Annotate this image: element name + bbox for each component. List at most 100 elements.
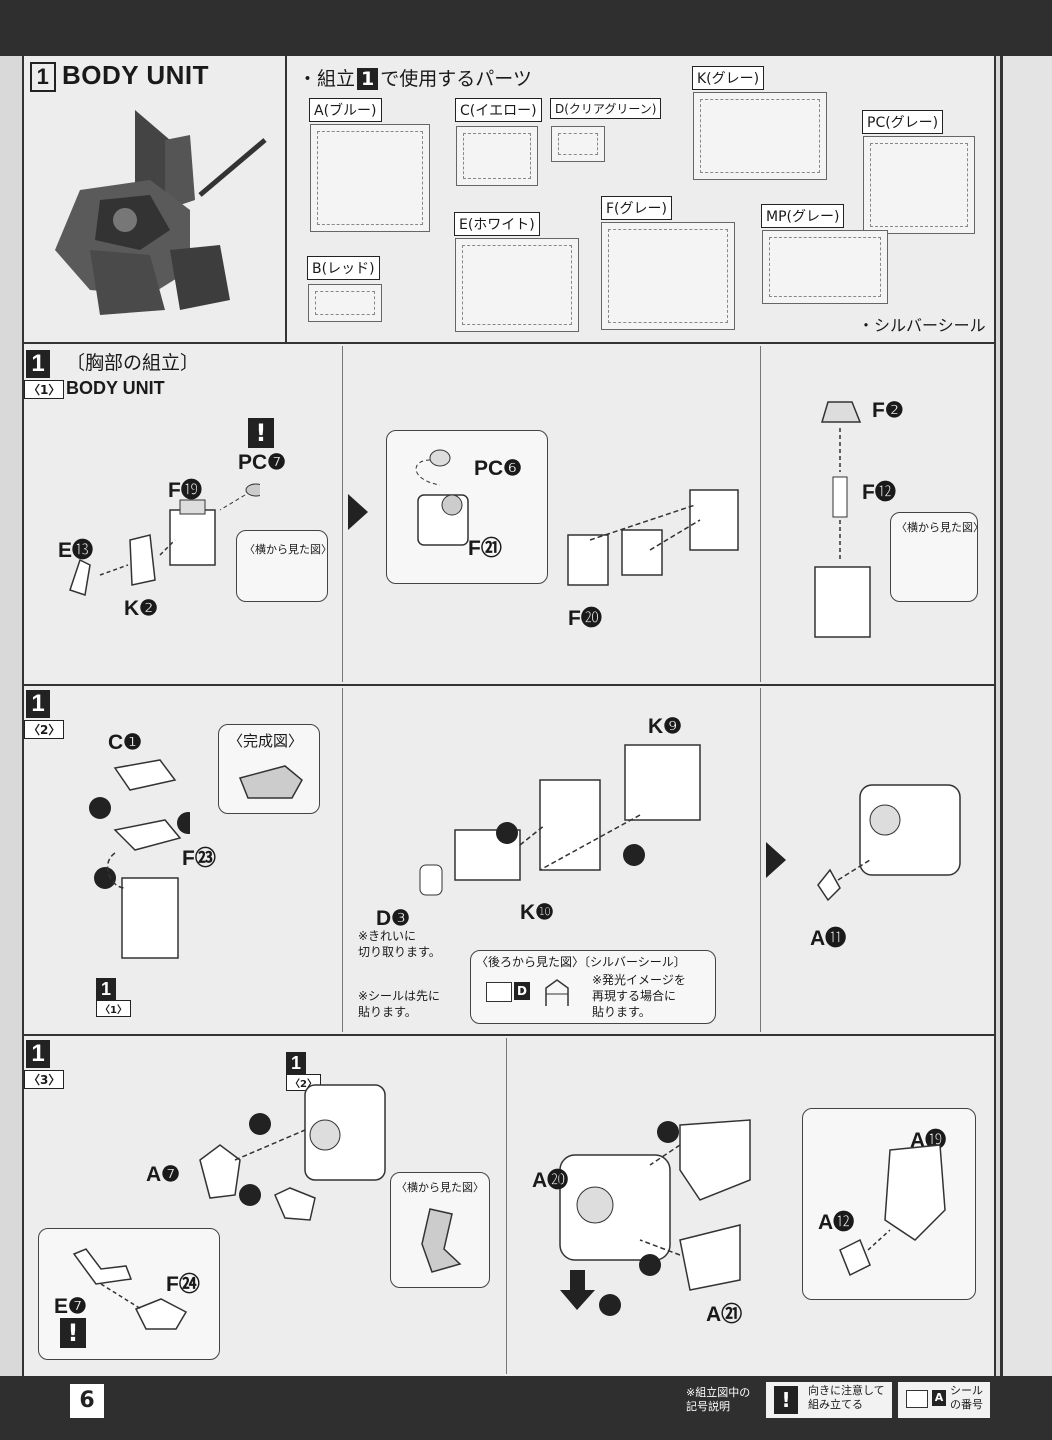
runner-c xyxy=(456,126,538,186)
part-label-f: F(グレー) xyxy=(601,196,672,220)
runner-k xyxy=(693,92,827,180)
side-view-diagram xyxy=(421,1208,462,1273)
complete-view-callout xyxy=(218,724,320,814)
label-pc6: PC❻ xyxy=(474,457,522,480)
step1-title-en: BODY UNIT xyxy=(66,378,165,398)
adjacent-page-strip xyxy=(1000,56,1052,1376)
caution-icon-2: ! xyxy=(60,1318,86,1348)
step1-col-divider-2 xyxy=(760,346,761,682)
a19-diagram xyxy=(839,1144,946,1277)
body-unit-illustration xyxy=(55,110,267,315)
seal-code-d: D xyxy=(514,982,530,1000)
parts-heading-num: 1 xyxy=(357,68,379,90)
runner-d xyxy=(551,126,605,162)
runner-a xyxy=(310,124,430,232)
legend-caution-icon: ! xyxy=(774,1386,798,1414)
label-k10: K❿ xyxy=(520,901,554,924)
f20-assembly-diagram xyxy=(567,489,739,586)
part-label-k: K(グレー) xyxy=(692,66,765,90)
ref-step-sub: 〈1〉 xyxy=(96,1000,131,1017)
k9-assembly-diagram xyxy=(419,744,701,896)
step1-col-divider-1 xyxy=(342,346,343,682)
next-arrow-2 xyxy=(766,842,786,878)
chest-parts-diagram xyxy=(69,483,260,596)
label-f21: F㉑ xyxy=(468,537,502,560)
runner-mp xyxy=(762,230,888,304)
label-d3: D❸ xyxy=(376,907,410,930)
pc6-diagram xyxy=(415,449,469,546)
part-label-pc: PC(グレー) xyxy=(862,110,944,134)
runner-b xyxy=(308,284,382,322)
part-label-d: D(クリアグリーン) xyxy=(550,98,662,119)
runner-pc xyxy=(863,136,975,234)
a20-assembly-diagram xyxy=(559,1119,751,1316)
header-divider xyxy=(22,342,994,344)
step2-col-divider-1 xyxy=(342,688,343,1032)
label-a12: A⓬ xyxy=(818,1211,855,1234)
a11-assembly-diagram xyxy=(817,784,961,902)
f2-assembly-diagram xyxy=(814,401,871,638)
label-pc7: PC❼ xyxy=(238,451,286,474)
label-f24: F㉔ xyxy=(166,1273,200,1296)
step1-title-jp: 〔胸部の組立〕 xyxy=(66,352,200,374)
step2-col-divider-2 xyxy=(760,688,761,1032)
ref-step-number: 1 xyxy=(96,978,116,1000)
side-view-label-2: 〈横から見た図〉 xyxy=(896,521,984,534)
label-c1: C❶ xyxy=(108,731,142,754)
f23-assembly-diagram xyxy=(89,759,190,959)
e7-diagram xyxy=(72,1248,188,1330)
step2-sub: 〈2〉 xyxy=(24,720,65,739)
seal-icon xyxy=(486,982,512,1002)
parts-heading-prefix: ・組立 xyxy=(298,68,356,90)
part-label-a: A(ブルー) xyxy=(309,98,382,122)
part-label-mp: MP(グレー) xyxy=(761,204,845,228)
step3-side-view-label: 〈横から見た図〉 xyxy=(396,1181,484,1194)
a19-callout xyxy=(802,1108,976,1300)
step3-col-divider xyxy=(506,1038,507,1374)
label-f12: F⓬ xyxy=(862,481,896,504)
cut-note: ※きれいに 切り取ります。 xyxy=(358,929,441,959)
label-a21: A㉑ xyxy=(706,1303,743,1326)
seal-shape-icon xyxy=(545,979,569,1006)
legend-caution-text: 向きに注意して 組み立てる xyxy=(808,1384,885,1411)
part-label-c: C(イエロー) xyxy=(455,98,542,122)
legend-title: ※組立図中の 記号説明 xyxy=(686,1386,751,1413)
label-f19: F⓳ xyxy=(168,479,202,502)
a7-assembly-diagram xyxy=(199,1084,386,1221)
label-f23: F㉓ xyxy=(182,847,216,870)
legend-seal-icon xyxy=(906,1390,928,1408)
step3-ref-number: 1 xyxy=(286,1052,306,1074)
side-view-callout-1 xyxy=(236,530,328,602)
label-a20: A⓴ xyxy=(532,1169,569,1192)
parts-heading-suffix: で使用するパーツ xyxy=(380,68,532,90)
step1-number: 1 xyxy=(26,350,50,378)
caution-icon: ! xyxy=(248,418,274,448)
page-number: 6 xyxy=(70,1384,104,1418)
side-view-callout-2 xyxy=(890,512,978,602)
part-label-b: B(レッド) xyxy=(307,256,380,280)
label-f2: F❷ xyxy=(872,399,904,422)
label-a11: A⓫ xyxy=(810,927,847,950)
complete-view-label: 〈完成図〉 xyxy=(228,732,304,750)
runner-f xyxy=(601,222,735,330)
bottom-bar xyxy=(0,1376,1052,1440)
section-title-text: BODY UNIT xyxy=(62,60,210,90)
next-arrow-1 xyxy=(348,494,368,530)
step2-divider xyxy=(22,1034,994,1036)
step2-number: 1 xyxy=(26,690,50,718)
label-k9: K❾ xyxy=(648,715,682,738)
step1-divider xyxy=(22,684,994,686)
header-vertical-divider xyxy=(285,56,287,344)
top-bar xyxy=(0,0,1052,56)
seal-first-note: ※シールは先に 貼ります。 xyxy=(358,989,441,1019)
label-e13: E⓭ xyxy=(58,539,94,562)
step1-sub: 〈1〉 xyxy=(24,380,65,399)
label-e7: E❼ xyxy=(54,1295,87,1318)
silver-seal-note: ・シルバーシール xyxy=(858,316,986,335)
label-k2: K❷ xyxy=(124,597,158,620)
step3-number: 1 xyxy=(26,1040,50,1068)
glow-note: ※発光イメージを 再現する場合に 貼ります。 xyxy=(592,973,686,1019)
section-number: 1 xyxy=(30,62,56,93)
